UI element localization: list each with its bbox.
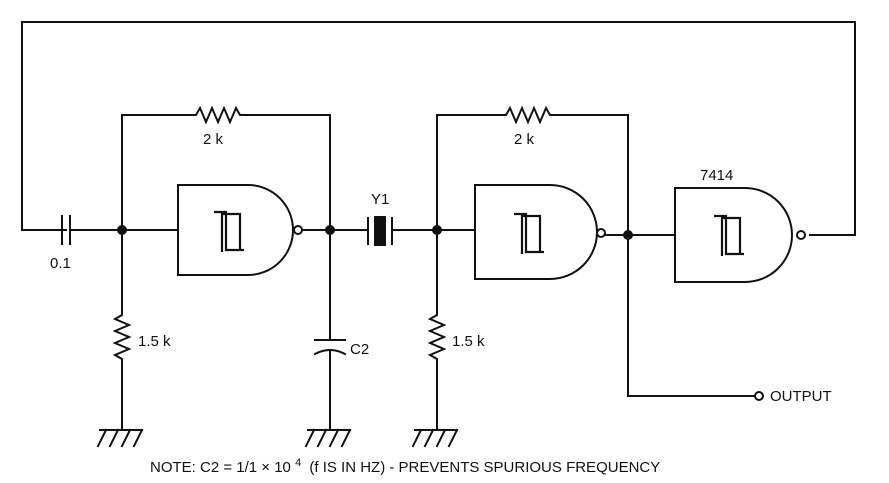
crystal-y1-label: Y1 — [371, 191, 389, 208]
feedback-loop-wire — [21, 21, 856, 236]
crystal-y1 — [367, 216, 393, 246]
ground-symbol-1 — [96, 428, 144, 448]
ground-symbol-2 — [304, 428, 352, 448]
feedback-resistor-2-label: 2 k — [514, 131, 535, 148]
capacitor-c2-label: C2 — [350, 341, 369, 358]
junction-node-1 — [117, 225, 127, 235]
ground-resistor-1 — [112, 229, 132, 431]
schmitt-nand-gate-2 — [474, 184, 606, 280]
ground-resistor-1-label: 1.5 k — [138, 333, 171, 350]
output-terminal — [754, 391, 764, 401]
ic-7414-label: 7414 — [700, 167, 733, 184]
ground-symbol-3 — [411, 428, 459, 448]
junction-node-3 — [432, 225, 442, 235]
schmitt-nand-gate-3 — [674, 187, 806, 283]
note-main: NOTE: C2 = 1/1 × 10 — [150, 459, 291, 476]
capacitor-c2 — [313, 229, 347, 431]
note-exponent: 4 — [295, 457, 301, 469]
output-label: OUTPUT — [770, 388, 832, 405]
junction-node-4 — [623, 230, 633, 240]
junction-node-2 — [325, 225, 335, 235]
feedback-resistor-1-label: 2 k — [203, 131, 224, 148]
note-rest: (f IS IN HZ) - PREVENTS SPURIOUS FREQUEN… — [309, 459, 660, 476]
feedback-resistor-2 — [436, 105, 629, 236]
output-wire — [627, 234, 755, 397]
input-capacitor-label: 0.1 — [50, 255, 71, 272]
feedback-resistor-1 — [121, 105, 331, 231]
ground-resistor-2 — [427, 229, 447, 431]
design-note: NOTE: C2 = 1/1 × 10 4 (f IS IN HZ) - PRE… — [150, 453, 660, 476]
schmitt-nand-gate-1 — [177, 184, 303, 276]
ground-resistor-2-label: 1.5 k — [452, 333, 485, 350]
